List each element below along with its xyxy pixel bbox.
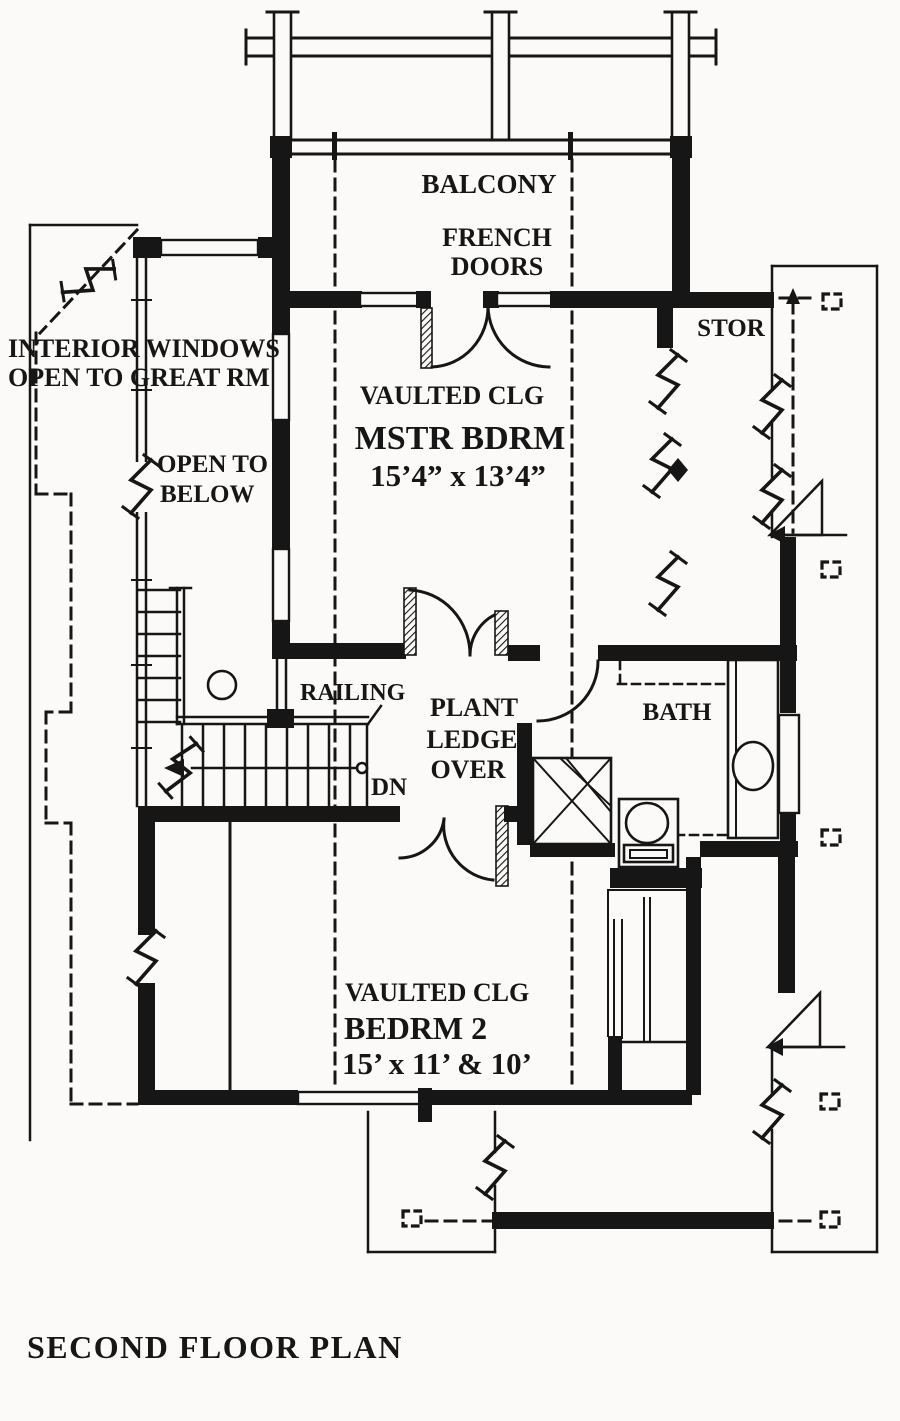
window [777,713,801,815]
roof-slope-arrow [764,991,846,1058]
wall-break-symbol [648,550,688,617]
door-swing-arc [486,304,551,369]
balcony-area [270,132,692,308]
open-below-label-1: OPEN TO [157,451,268,478]
wall-break-symbol [648,348,688,415]
line-break-symbol [51,243,126,318]
railing-label: RAILING [300,680,406,706]
bedroom2-walls [126,806,692,1106]
door-leaf [420,307,433,369]
balcony-label: BALCONY [421,169,556,199]
storage-label: STOR [697,315,766,342]
labels: BALCONY FRENCH DOORS STOR INTERIOR WINDO… [8,169,766,1365]
post-marker [820,828,842,847]
deck-post [483,10,518,142]
post-marker [820,560,842,579]
left-boundary [28,223,140,1142]
bath-room [508,645,798,888]
interior-windows-note-2: OPEN TO GREAT RM [8,363,270,392]
direction-line-origin [355,761,369,775]
break-diamond [668,458,688,482]
ceiling-break-lines [333,158,574,1090]
lower-deck [366,1088,774,1254]
deck-post [265,10,300,142]
master-dims-label: 15’4” x 13’4” [370,458,546,493]
interior-windows-note-1: INTERIOR WINDOWS [8,334,280,363]
shower [531,756,613,846]
deck-post [663,10,698,142]
plant-ledge-label-2: LEDGE [426,725,517,754]
deck-rail-structure [244,10,718,142]
bedroom2-ceiling-label: VAULTED CLG [345,978,529,1007]
roof-slope-arrow [766,479,848,546]
closet [607,857,701,1095]
up-arrow [786,288,800,304]
post-marker [819,1210,841,1229]
plant-ledge-label-1: PLANT [430,693,518,722]
window [296,1090,422,1106]
toilet [617,797,680,869]
right-deck-strip [752,264,879,1254]
door-swing-arc [536,659,600,723]
plant-ledge-label-3: OVER [430,755,505,784]
master-name-label: MSTR BDRM [355,420,566,457]
window [358,291,420,308]
french-door-wall [272,291,690,369]
down-arrow [164,759,184,777]
interior-window [159,238,260,257]
master-ceiling-label: VAULTED CLG [360,381,544,410]
open-below-label-2: BELOW [160,481,254,508]
newel-post [206,669,238,701]
window [271,332,291,422]
plant-ledge [398,587,509,887]
sink [731,740,775,792]
post-marker [401,1209,423,1228]
bedroom2-dims-label: 15’ x 11’ & 10’ [342,1046,532,1081]
french-doors-label-2: DOORS [451,252,543,281]
post-marker [821,292,843,311]
french-doors-label-1: FRENCH [442,223,552,252]
door-swing-arc [430,304,490,369]
master-bedroom-walls [267,156,406,728]
bedroom2-name-label: BEDRM 2 [344,1010,487,1046]
window [271,547,291,623]
stairs [137,586,383,808]
window [495,291,554,308]
down-label: DN [371,774,407,801]
interior-windows-wall [121,237,274,808]
storage-room [642,292,774,617]
page-title: SECOND FLOOR PLAN [27,1329,403,1365]
post-marker [819,1092,841,1111]
bath-label: BATH [643,699,713,726]
